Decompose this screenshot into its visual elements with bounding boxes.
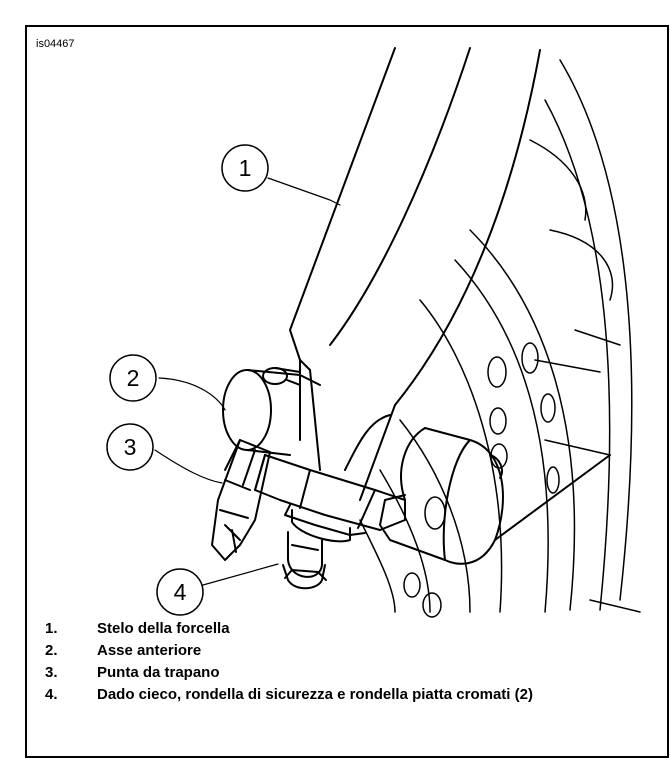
legend-text: Stelo della forcella xyxy=(97,620,230,637)
brake-disc xyxy=(359,59,641,618)
legend: 1. Stelo della forcella 2. Asse anterior… xyxy=(45,618,645,706)
acorn-nut xyxy=(282,531,327,590)
drill-bit xyxy=(211,439,271,561)
legend-text: Asse anteriore xyxy=(97,642,202,659)
callout-label-3: 3 xyxy=(124,434,137,460)
front-axle xyxy=(222,367,321,456)
legend-number: 1. xyxy=(45,620,58,637)
legend-text: Punta da trapano xyxy=(97,664,220,681)
callout-leaders xyxy=(154,177,341,586)
legend-number: 3. xyxy=(45,664,58,681)
legend-number: 4. xyxy=(45,686,58,703)
figure-frame xyxy=(25,25,669,758)
legend-item-2: 2. Asse anteriore xyxy=(45,640,645,662)
legend-item-4: 4. Dado cieco, rondella di sicurezza e r… xyxy=(45,684,645,706)
legend-item-1: 1. Stelo della forcella xyxy=(45,618,645,640)
callout-circle-3 xyxy=(106,423,154,471)
legend-item-3: 3. Punta da trapano xyxy=(45,662,645,684)
callout-circle-2 xyxy=(109,354,157,402)
legend-text: Dado cieco, rondella di sicurezza e rond… xyxy=(97,686,533,703)
legend-number: 2. xyxy=(45,642,58,659)
axle-spacer xyxy=(379,427,611,565)
figure-id: is04467 xyxy=(36,38,75,50)
callout-circles xyxy=(106,144,269,616)
callout-circle-4 xyxy=(156,568,204,616)
callout-label-1: 1 xyxy=(239,155,252,181)
callout-label-2: 2 xyxy=(127,365,140,391)
callout-label-4: 4 xyxy=(174,579,187,605)
fork-slider xyxy=(289,47,541,501)
axle-clamp-nut xyxy=(254,454,406,543)
callout-circle-1 xyxy=(221,144,269,192)
